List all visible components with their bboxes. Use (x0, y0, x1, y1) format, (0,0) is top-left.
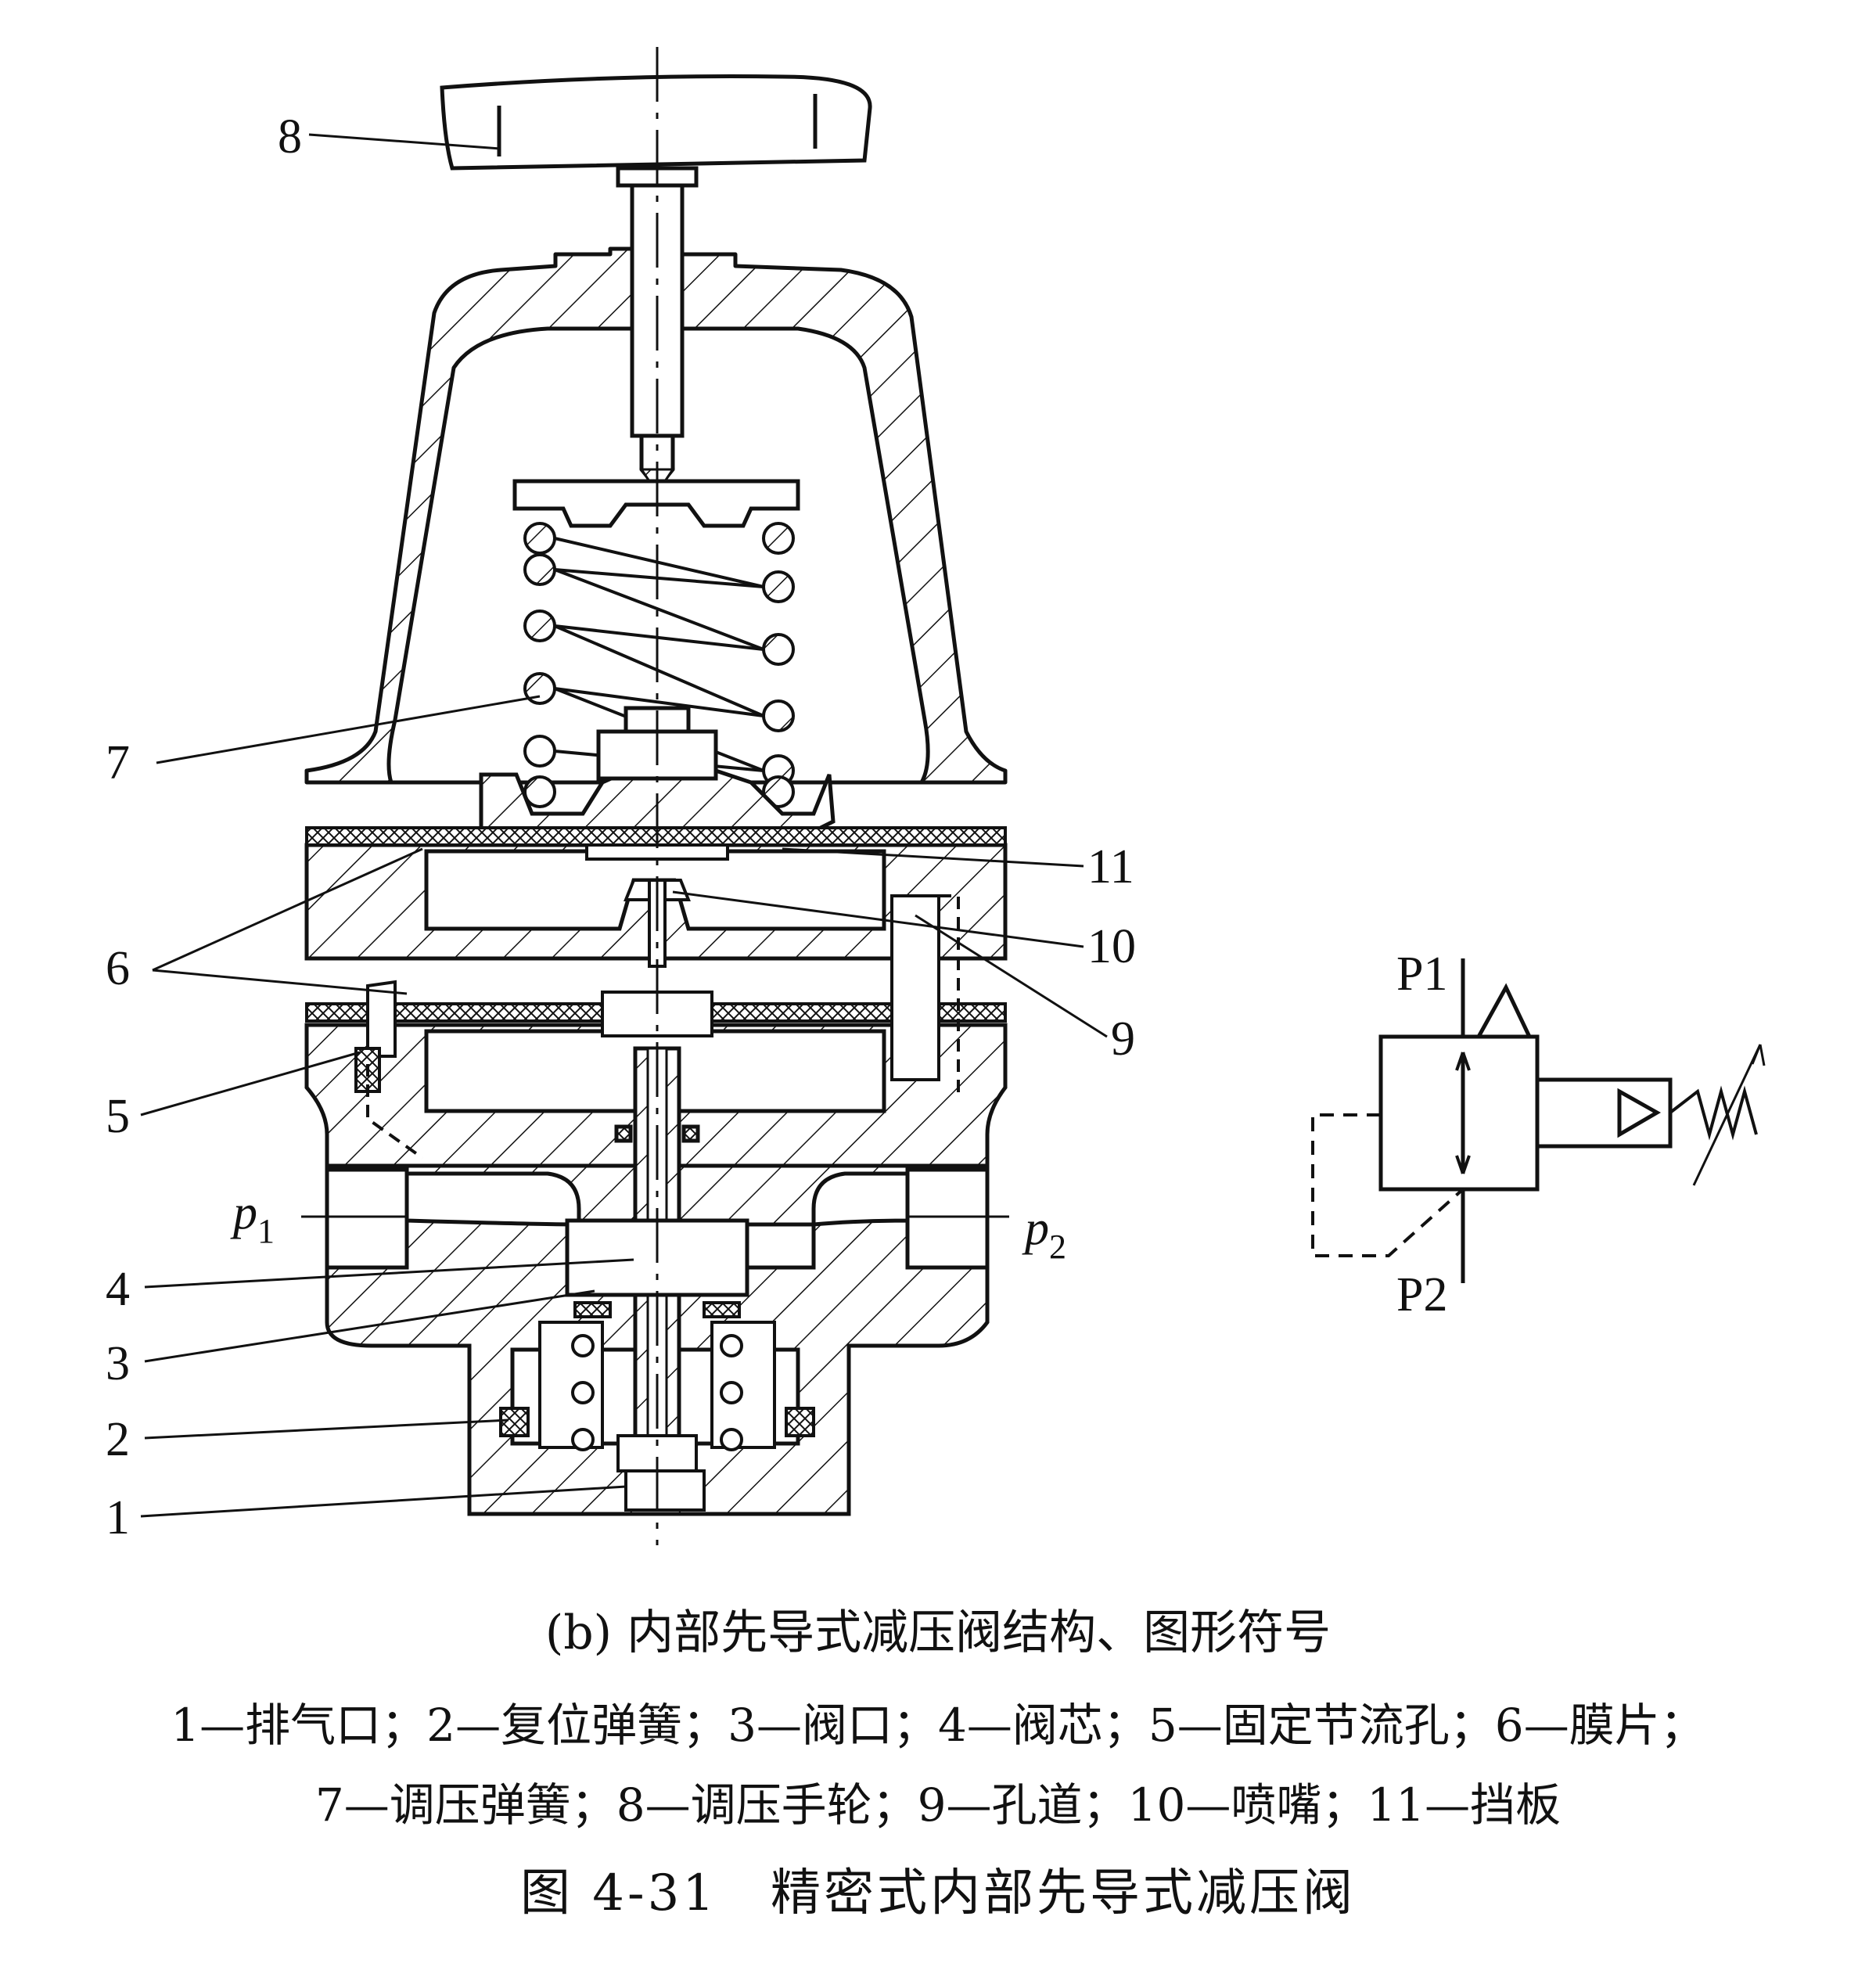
port-p1: p (230, 1186, 257, 1239)
symbol-labels: P1 P2 (1396, 947, 1447, 1321)
handwheel-icon (440, 74, 872, 493)
svg-text:p2: p2 (1022, 1202, 1066, 1266)
callout-5: 5 (106, 1090, 130, 1143)
legend-line-2: 7—调压弹簧；8—调压手轮；9—孔道；10—喷嘴；11—挡板 (314, 1778, 1562, 1832)
port-labels: p1 p2 (230, 1186, 1066, 1266)
callout-6: 6 (106, 942, 130, 995)
callout-2: 2 (106, 1413, 130, 1466)
sub-caption: (b) 内部先导式减压阀结构、图形符号 (544, 1605, 1332, 1660)
figure-title: 图 4-31 精密式内部先导式减压阀 (519, 1864, 1357, 1922)
callout-10: 10 (1087, 920, 1136, 973)
callout-7: 7 (106, 736, 130, 789)
callout-11: 11 (1087, 840, 1134, 894)
valve-symbol-icon (1311, 958, 1766, 1283)
throttle-orifice (354, 980, 424, 1160)
symbol-p1-label: P1 (1396, 947, 1447, 1001)
callout-8: 8 (278, 110, 302, 164)
leader-lines (140, 133, 1108, 1518)
return-spring (499, 1301, 815, 1472)
callout-3: 3 (106, 1337, 130, 1390)
legend-line-1: 1—排气口；2—复位弹簧；3—阀口；4—阀芯；5—固定节流孔；6—膜片； (171, 1699, 1705, 1752)
svg-text:p1: p1 (230, 1186, 275, 1250)
callout-4: 4 (106, 1263, 130, 1316)
callout-1: 1 (106, 1491, 130, 1544)
callout-9: 9 (1111, 1012, 1135, 1066)
callout-numbers: 8 7 11 6 10 9 5 4 3 2 1 (106, 110, 1136, 1544)
port-p2: p (1022, 1202, 1049, 1255)
symbol-p2-label: P2 (1396, 1268, 1447, 1321)
spring-icon (523, 522, 795, 808)
